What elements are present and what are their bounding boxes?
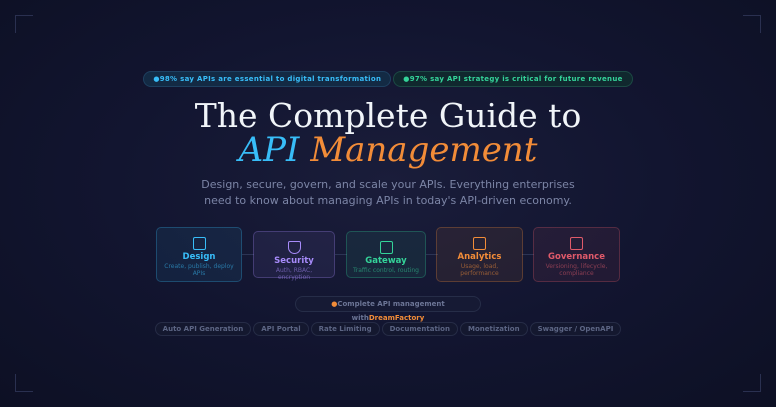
corner-decoration bbox=[15, 374, 33, 392]
corner-decoration bbox=[743, 15, 761, 33]
document-icon bbox=[192, 237, 206, 250]
stage-name: Governance bbox=[548, 252, 605, 262]
corner-decoration bbox=[15, 15, 33, 33]
feature-tag: Rate Limiting bbox=[310, 322, 380, 336]
feature-tag: API Portal bbox=[253, 322, 309, 336]
stage-description: Create, publish, deploy APIs bbox=[164, 263, 234, 277]
stage-name: Gateway bbox=[365, 256, 407, 266]
policy-document-icon bbox=[570, 237, 583, 250]
feature-tag: Swagger / OpenAPI bbox=[529, 322, 622, 336]
stage-description: Auth, RBAC, encryption bbox=[275, 267, 313, 281]
page-title-highlight: API Management bbox=[0, 130, 776, 170]
feature-tag: Documentation bbox=[381, 322, 458, 336]
stage-description: Versioning, lifecycle, compliance bbox=[545, 263, 608, 277]
gateway-arrow-icon bbox=[379, 241, 393, 254]
feature-tags: Auto API Generation API Portal Rate Limi… bbox=[0, 322, 776, 336]
stat-badges: ●98% say APIs are essential to digital t… bbox=[0, 71, 776, 87]
brand-name: DreamFactory bbox=[368, 314, 425, 322]
title-management: Management bbox=[310, 130, 538, 170]
stage-name: Security bbox=[274, 256, 314, 266]
subtitle: Design, secure, govern, and scale your A… bbox=[201, 178, 575, 207]
shield-icon bbox=[287, 241, 301, 254]
dreamfactory-cta[interactable]: ●Complete API management withDreamFactor… bbox=[295, 296, 481, 322]
page-title: The Complete Guide to bbox=[194, 96, 582, 135]
corner-decoration bbox=[743, 374, 761, 392]
title-api: API bbox=[238, 130, 300, 170]
feature-tag: Auto API Generation bbox=[154, 322, 252, 336]
stat-badge-apis: ●98% say APIs are essential to digital t… bbox=[143, 71, 392, 87]
feature-tag: Monetization bbox=[459, 322, 528, 336]
cta-text: Complete API management with bbox=[337, 300, 445, 322]
stage-name: Design bbox=[182, 252, 216, 262]
stage-description: Traffic control, routing bbox=[353, 267, 419, 274]
dot-icon: ● bbox=[331, 300, 338, 308]
stat-badge-strategy: ●97% say API strategy is critical for fu… bbox=[393, 71, 633, 87]
stage-description: Usage, load, performance bbox=[460, 263, 499, 277]
stage-name: Analytics bbox=[457, 252, 502, 262]
bar-chart-icon bbox=[473, 237, 486, 250]
